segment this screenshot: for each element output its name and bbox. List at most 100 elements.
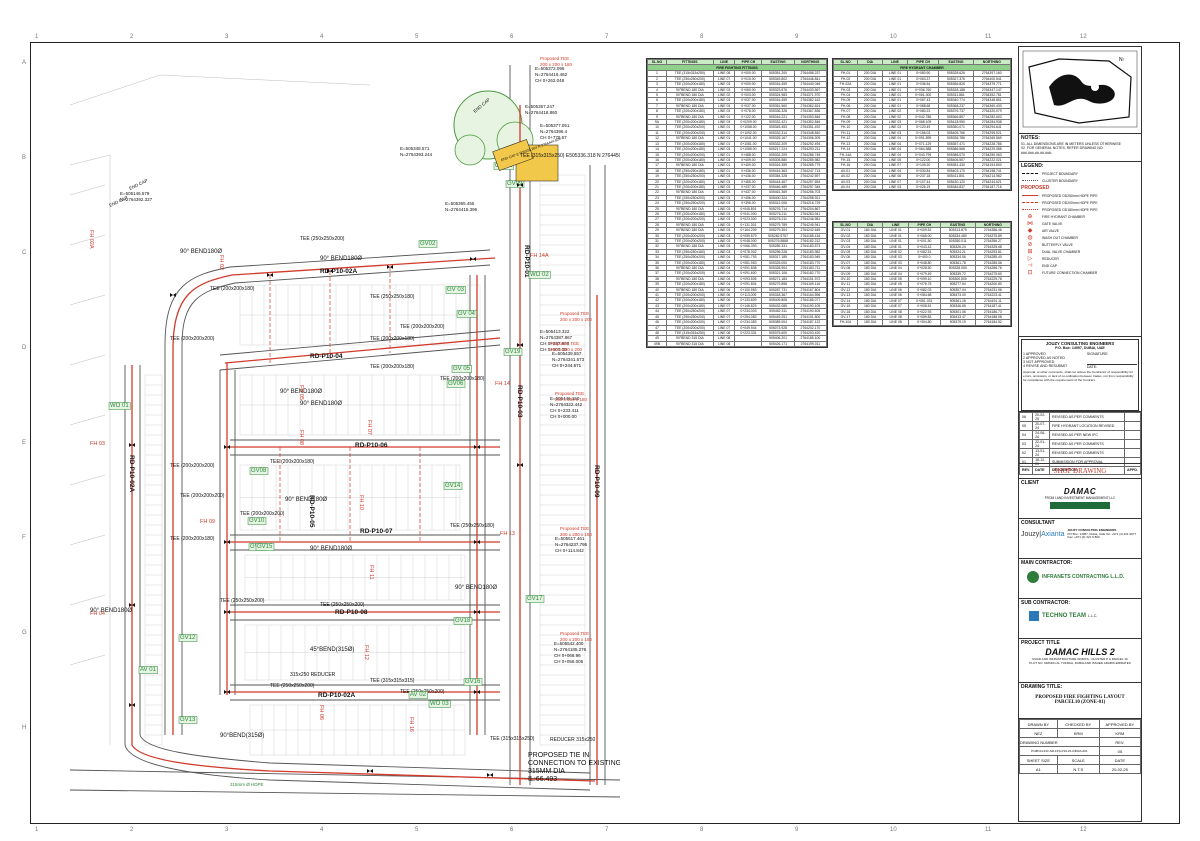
fire-hydrant-label: FH 05	[298, 385, 304, 400]
table-cell: 2764229.085	[972, 146, 1012, 153]
table-cell: 2764187.716	[972, 183, 1012, 191]
stamp-status-3: 3 NOT APPROVED	[1023, 360, 1055, 364]
table-cell: 90°BEND 180 DIA	[665, 113, 714, 121]
table-cell: TEE (200x200x180)	[665, 140, 714, 148]
table-cell: 2764185.100	[793, 335, 828, 342]
revision-cell: 20-07-24	[1032, 421, 1050, 431]
rev-number: 05	[1098, 746, 1142, 756]
table-cell: TEE (250x250x200)	[665, 313, 714, 321]
plot-block	[539, 174, 586, 746]
sheet-row-tick: C	[22, 250, 27, 256]
note-1: 01. ALL DIMENSIONS ARE IN METERS UNLESS …	[1021, 142, 1121, 146]
road-label: RD-P10-06	[355, 442, 388, 449]
client-section: CLIENT DAMAC FROM LAND INVESTMENT MANAGE…	[1019, 478, 1141, 518]
table-cell: 90°BEND 180 DIA	[665, 264, 714, 272]
revision-cell: REVISED AS PER COMMENTS	[1048, 412, 1126, 422]
tie-in-label: IL:66.493	[528, 776, 557, 783]
revision-cell	[1124, 430, 1141, 440]
table-cell: 2764231.96	[974, 286, 1012, 294]
sheet-column-tick: 3	[225, 34, 229, 40]
gate-valve-label-box	[463, 678, 483, 686]
revision-cell	[1124, 448, 1141, 458]
table-cell: LINE 07	[882, 303, 909, 310]
sheet-column-tick: 6	[510, 34, 514, 40]
tee-label: TEE (200x200x180)	[370, 336, 415, 342]
table-cell: TEE (250x250x200)	[665, 254, 714, 261]
road-label: RD-P10-02A	[128, 455, 135, 493]
sheet-row-tick: E	[22, 440, 27, 446]
client-badge	[1050, 502, 1110, 509]
legend-label: GATE VALVE	[1042, 221, 1063, 226]
table-cell: 2764250.063	[972, 151, 1012, 158]
scale-label: SCALE	[1056, 755, 1100, 765]
table-cell: LINE 07	[882, 297, 909, 305]
drawing-title-line-1: PROPOSED FIRE FIGHTING LAYOUT	[1035, 695, 1125, 700]
sheet-column-tick: 6	[510, 827, 514, 833]
air-valve-label: AV 02	[410, 692, 427, 698]
table-cell: LINE 04	[882, 270, 909, 278]
legend-label: FUTURE CONNECTION CHAMBER	[1042, 270, 1098, 275]
table-cell: LINE 05	[882, 281, 909, 288]
table-cell: 2764200.80	[974, 281, 1012, 288]
fire-hydrant-label: FH 04	[90, 611, 105, 617]
tee-label: TEE (200x200x180)	[170, 536, 215, 542]
table-cell: 2764188.08	[974, 313, 1012, 321]
coordinate-label: E=505542.400	[554, 641, 584, 646]
table-cell: 2764293.211	[793, 146, 828, 153]
table-cell: TEE (200x200x200)	[665, 324, 714, 331]
revision-cell: 05	[1018, 421, 1034, 431]
infranets-logo-icon	[1027, 571, 1039, 583]
table-cell: TEE (315x315x250)	[665, 329, 714, 337]
table-cell: 2764183.573	[793, 243, 828, 250]
revision-header: REV.	[1018, 466, 1034, 475]
proposed-legend-item: ⊘BUTTERFLY VALVE	[1019, 241, 1141, 248]
table-cell: 90°BEND 315 DIA	[665, 340, 714, 348]
table-cell: TEE (200x200x180)	[665, 259, 714, 267]
table-cell: 2764216.729	[793, 200, 828, 207]
sub-contractor-section: SUB CONTRACTOR: TECHNO TEAM L.L.C.	[1019, 598, 1141, 638]
sheet-row-tick: D	[22, 345, 27, 351]
proposed-tee-label: 200 x 200 x 180	[560, 532, 593, 537]
table-cell: TEE (200x200x180)	[665, 210, 714, 218]
stamp-status-1: 1 APPROVED	[1023, 352, 1046, 356]
air-valve-label-box	[408, 691, 428, 699]
gate-valve-label: GV15	[257, 544, 273, 550]
coordinate-label: E=505365.455	[445, 201, 475, 206]
gate-valve-icon	[487, 773, 493, 777]
table-cell: 2764306.209	[793, 135, 828, 142]
fire-hydrant-label: FH 13	[500, 531, 515, 537]
main-contractor-name: INFRANETS CONTRACTING L.L.D.	[1042, 574, 1125, 580]
table-cell: 90°BEND 180 DIA	[665, 162, 714, 169]
proposed-legend-item: ⋈GATE VALVE	[1019, 220, 1141, 227]
key-plan: N↑	[1019, 47, 1141, 133]
table-cell: 0+237.18	[907, 173, 940, 180]
table-cell: 0+042.786	[907, 113, 940, 121]
table-cell: 2764228.786	[972, 140, 1012, 148]
table-cell: 2764257.654	[793, 178, 828, 185]
legend-symbol-icon: ◍	[1027, 234, 1033, 241]
gate-valve-icon	[224, 540, 230, 544]
revision-cell: 03	[1018, 439, 1034, 449]
table-cell: 0+109.20	[907, 162, 940, 169]
table-cell: 2764458.237	[793, 70, 828, 77]
stamp-signature-label: SIGNATURE:	[1086, 352, 1109, 356]
table-cell: 2764194.800	[972, 162, 1012, 169]
road-label: RD-P10-07	[360, 528, 393, 535]
table-cell: LINE 01	[882, 238, 909, 245]
gate-valve-label: GV14	[445, 483, 461, 489]
table-cell: 2764191.800	[793, 313, 828, 321]
legend-label: PROPOSED OD200mm HDPE PIPE	[1042, 200, 1098, 205]
table-cell: 2764386.46	[974, 227, 1012, 234]
